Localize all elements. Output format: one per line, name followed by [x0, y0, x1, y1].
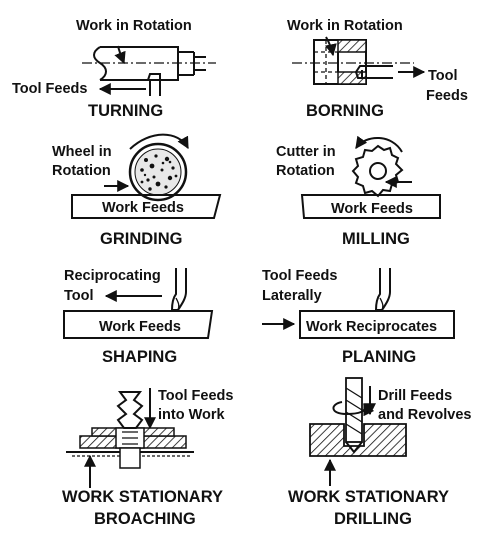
broaching-title-1: WORK STATIONARY [62, 488, 223, 506]
planing-workpiece [299, 310, 455, 339]
drilling-title-1: WORK STATIONARY [288, 488, 449, 506]
turning-feed-label: Tool Feeds [12, 81, 87, 97]
shaping-tool [170, 268, 187, 311]
milling-work-label: Work Feeds [331, 201, 413, 217]
turning-tool [147, 73, 161, 96]
grinding-rotation-arrow [129, 133, 189, 150]
grinding-workpiece [71, 194, 222, 219]
shaping-work-label: Work Feeds [99, 319, 181, 335]
planing-work-label: Work Reciprocates [306, 319, 437, 335]
shaping-label-2: Tool [64, 288, 94, 304]
drilling-panel: Drill Feeds and Revolves WORK STATIONARY… [288, 377, 472, 528]
milling-title: MILLING [342, 230, 410, 248]
turning-rotation-label: Work in Rotation [76, 18, 192, 34]
broaching-panel: Tool Feeds into Work WORK STATIONARY BRO… [62, 388, 233, 528]
milling-label-1: Cutter in [276, 144, 336, 160]
planing-label-2: Laterally [262, 288, 322, 304]
shaping-title: SHAPING [102, 348, 177, 366]
turning-panel: Work in Rotation Tool Feeds TURNING [12, 18, 216, 120]
borning-feed-label-2: Feeds [426, 88, 468, 104]
borning-boring-bar [354, 65, 393, 79]
planing-title: PLANING [342, 348, 416, 366]
planing-tool [374, 268, 391, 311]
grinding-panel: Wheel in Rotation Work Feeds GRINDING [52, 133, 222, 248]
milling-label-2: Rotation [276, 163, 335, 179]
drilling-label-1: Drill Feeds [378, 388, 452, 404]
grinding-label-2: Rotation [52, 163, 111, 179]
drill-bit [345, 377, 363, 454]
broaching-title-2: BROACHING [94, 510, 196, 528]
milling-panel: Cutter in Rotation Work Feeds MILLING [276, 135, 441, 248]
milling-cutter [351, 144, 404, 198]
broaching-tool [115, 391, 145, 469]
milling-rotation-arrow [355, 135, 403, 153]
shaping-workpiece [63, 310, 214, 339]
planing-panel: Tool Feeds Laterally Work Reciprocates P… [262, 268, 455, 366]
grinding-work-label: Work Feeds [102, 200, 184, 216]
turning-title: TURNING [88, 102, 163, 120]
borning-rotation-arrow [324, 36, 337, 57]
drilling-workpiece [309, 423, 407, 457]
broaching-label-1: Tool Feeds [158, 388, 233, 404]
drilling-label-2: and Revolves [378, 407, 472, 423]
turning-workpiece [82, 46, 216, 81]
grinding-wheel [128, 142, 188, 202]
turning-rotation-arrow [114, 45, 126, 65]
drilling-title-2: DRILLING [334, 510, 412, 528]
shaping-label-1: Reciprocating [64, 268, 161, 284]
planing-label-1: Tool Feeds [262, 268, 337, 284]
milling-workpiece [300, 194, 441, 219]
borning-feed-label-1: Tool [428, 68, 458, 84]
borning-title: BORNING [306, 102, 384, 120]
shaping-panel: Reciprocating Tool Work Feeds SHAPING [63, 268, 214, 366]
grinding-label-1: Wheel in [52, 144, 112, 160]
borning-panel: Work in Rotation Tool Feeds BORNING [287, 18, 468, 120]
broaching-label-2: into Work [158, 407, 226, 423]
borning-workpiece [292, 39, 414, 85]
borning-rotation-label: Work in Rotation [287, 18, 403, 34]
drilling-rotation-arrow [332, 401, 375, 417]
grinding-title: GRINDING [100, 230, 183, 248]
